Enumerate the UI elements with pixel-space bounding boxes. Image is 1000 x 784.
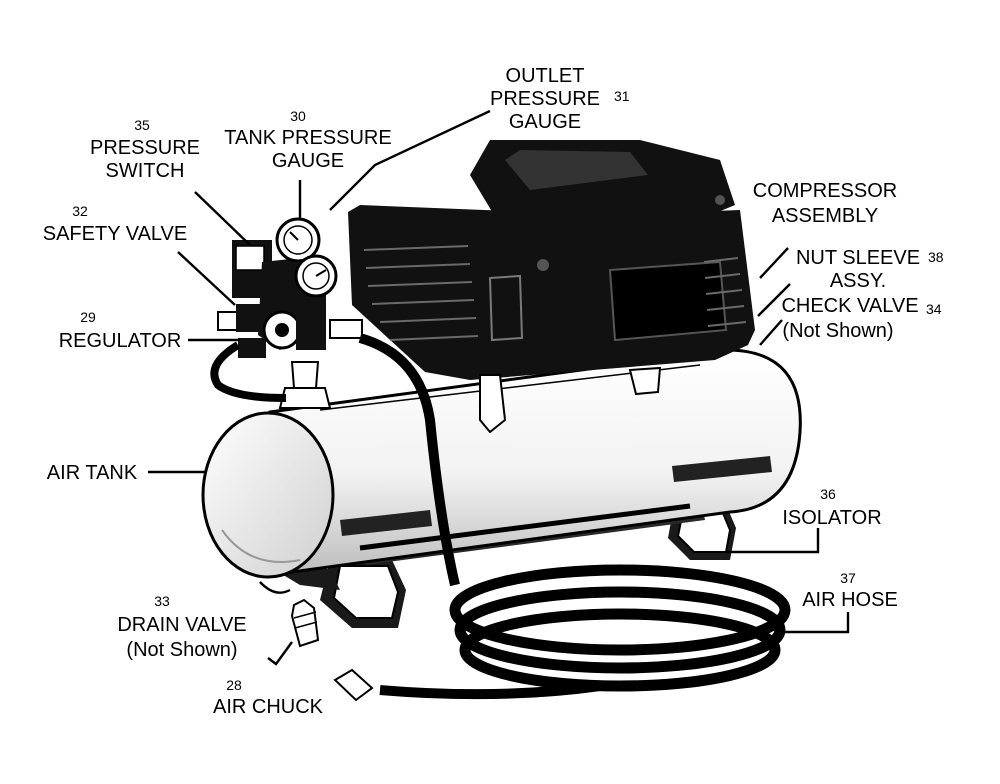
label-check-valve-number: 34 xyxy=(926,301,942,317)
air-chuck xyxy=(290,598,320,648)
label-nut-sleeve-number: 38 xyxy=(928,249,944,265)
label-pressure-switch-l2: SWITCH xyxy=(106,160,185,182)
label-air-tank: AIR TANK xyxy=(47,462,138,484)
air-hose xyxy=(210,333,791,702)
label-safety-valve-l1: SAFETY VALVE xyxy=(43,223,188,245)
label-drain-valve-l2: (Not Shown) xyxy=(126,639,237,661)
label-outlet-gauge-l1: OUTLET xyxy=(506,65,585,87)
label-regulator-l1: REGULATOR xyxy=(59,330,182,352)
label-drain-valve-l1: DRAIN VALVE xyxy=(117,614,246,636)
compressor-assembly xyxy=(348,140,755,434)
label-regulator-number: 29 xyxy=(80,309,96,325)
label-outlet-gauge-number: 31 xyxy=(614,88,630,104)
label-compressor-l1: COMPRESSOR xyxy=(753,180,897,202)
label-pressure-switch-number: 35 xyxy=(134,117,150,133)
label-outlet-gauge-l2: PRESSURE xyxy=(490,88,600,110)
label-nut-sleeve-l1: NUT SLEEVE xyxy=(796,247,920,269)
label-nut-sleeve-l2: ASSY. xyxy=(830,270,886,292)
label-isolator-l1: ISOLATOR xyxy=(782,507,881,529)
label-outlet-gauge-l3: GAUGE xyxy=(509,111,581,133)
label-drain-valve-number: 33 xyxy=(154,593,170,609)
label-air-hose-number: 37 xyxy=(840,570,856,586)
label-air-chuck-l1: AIR CHUCK xyxy=(213,696,324,718)
label-air-chuck-number: 28 xyxy=(226,677,242,693)
label-safety-valve-number: 32 xyxy=(72,203,88,219)
label-tank-gauge-l1: TANK PRESSURE xyxy=(224,127,391,149)
callout-labels: OUTLET PRESSURE 31 GAUGE 30 TANK PRESSUR… xyxy=(43,65,944,718)
valve-manifold xyxy=(217,217,363,409)
label-tank-gauge-number: 30 xyxy=(290,108,306,124)
label-isolator-number: 36 xyxy=(820,486,836,502)
air-tank xyxy=(201,348,802,579)
label-compressor-l2: ASSEMBLY xyxy=(772,205,878,227)
label-air-hose-l1: AIR HOSE xyxy=(802,589,898,611)
label-check-valve-l1: CHECK VALVE xyxy=(781,295,918,317)
label-tank-gauge-l2: GAUGE xyxy=(272,150,344,172)
leader-lines xyxy=(148,109,850,666)
label-pressure-switch-l1: PRESSURE xyxy=(90,137,200,159)
label-check-valve-l2: (Not Shown) xyxy=(782,320,893,342)
